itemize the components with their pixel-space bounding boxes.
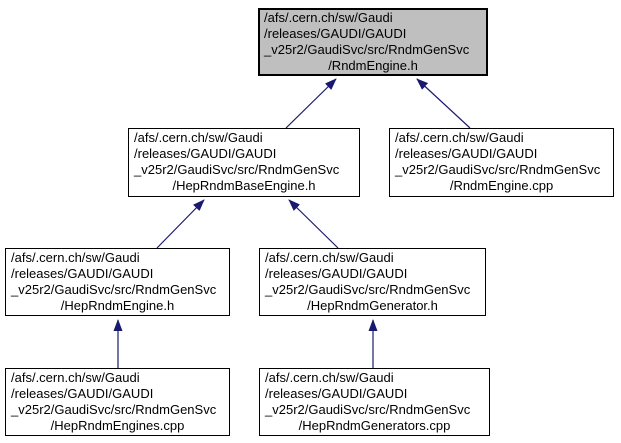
node-path-line: _v25r2/GaudiSvc/src/RndmGenSvc <box>11 282 217 297</box>
node-path-line: /afs/.cern.ch/sw/Gaudi <box>264 10 393 25</box>
node-heprndmgenerator-h[interactable]: /afs/.cern.ch/sw/Gaudi /releases/GAUDI/G… <box>259 248 486 316</box>
node-filename: /HepRndmGenerators.cpp <box>298 418 451 433</box>
node-heprndmengine-h[interactable]: /afs/.cern.ch/sw/Gaudi /releases/GAUDI/G… <box>5 248 230 316</box>
node-path-line: /afs/.cern.ch/sw/Gaudi <box>11 370 140 385</box>
node-heprndmgenerators-cpp[interactable]: /afs/.cern.ch/sw/Gaudi /releases/GAUDI/G… <box>259 368 490 436</box>
node-filename: /HepRndmBaseEngine.h <box>172 178 316 193</box>
node-path-line: /afs/.cern.ch/sw/Gaudi <box>395 130 524 145</box>
node-path-line: _v25r2/GaudiSvc/src/RndmGenSvc <box>265 282 471 297</box>
node-path-line: /afs/.cern.ch/sw/Gaudi <box>265 250 394 265</box>
node-path-line: /releases/GAUDI/GAUDI <box>395 146 538 161</box>
node-rndmengine-h: /afs/.cern.ch/sw/Gaudi /releases/GAUDI/G… <box>258 8 488 76</box>
node-path-line: /releases/GAUDI/GAUDI <box>264 26 407 41</box>
node-path-line: _v25r2/GaudiSvc/src/RndmGenSvc <box>134 162 340 177</box>
node-filename: /HepRndmEngines.cpp <box>50 418 185 433</box>
edge-heprndmengine-h-to-heprndmbaseengine <box>156 199 205 249</box>
node-heprndmengines-cpp[interactable]: /afs/.cern.ch/sw/Gaudi /releases/GAUDI/G… <box>5 368 230 436</box>
node-filename: /RndmEngine.cpp <box>449 178 554 193</box>
node-path-line: _v25r2/GaudiSvc/src/RndmGenSvc <box>395 162 601 177</box>
edge-rndmengine-cpp-to-rndmengine-h <box>416 78 471 129</box>
node-path-line: /releases/GAUDI/GAUDI <box>134 146 277 161</box>
node-path-line: _v25r2/GaudiSvc/src/RndmGenSvc <box>264 42 470 57</box>
node-path-line: _v25r2/GaudiSvc/src/RndmGenSvc <box>265 402 471 417</box>
node-filename: /HepRndmEngine.h <box>60 298 175 313</box>
node-filename: /HepRndmGenerator.h <box>307 298 438 313</box>
node-path-line: /afs/.cern.ch/sw/Gaudi <box>11 250 140 265</box>
node-filename: /RndmEngine.h <box>328 58 418 73</box>
node-path-line: /releases/GAUDI/GAUDI <box>11 266 154 281</box>
node-path-line: /afs/.cern.ch/sw/Gaudi <box>134 130 263 145</box>
node-path-line: /releases/GAUDI/GAUDI <box>11 386 154 401</box>
node-path-line: _v25r2/GaudiSvc/src/RndmGenSvc <box>11 402 217 417</box>
node-path-line: /afs/.cern.ch/sw/Gaudi <box>265 370 394 385</box>
node-path-line: /releases/GAUDI/GAUDI <box>265 386 408 401</box>
edge-heprndmgenerator-h-to-heprndmbaseengine <box>288 199 339 249</box>
node-rndmengine-cpp[interactable]: /afs/.cern.ch/sw/Gaudi /releases/GAUDI/G… <box>389 128 614 197</box>
node-heprndmbaseengine-h[interactable]: /afs/.cern.ch/sw/Gaudi /releases/GAUDI/G… <box>128 128 360 197</box>
edge-heprndmbaseengine-to-rndmengine-h <box>285 78 337 129</box>
node-path-line: /releases/GAUDI/GAUDI <box>265 266 408 281</box>
